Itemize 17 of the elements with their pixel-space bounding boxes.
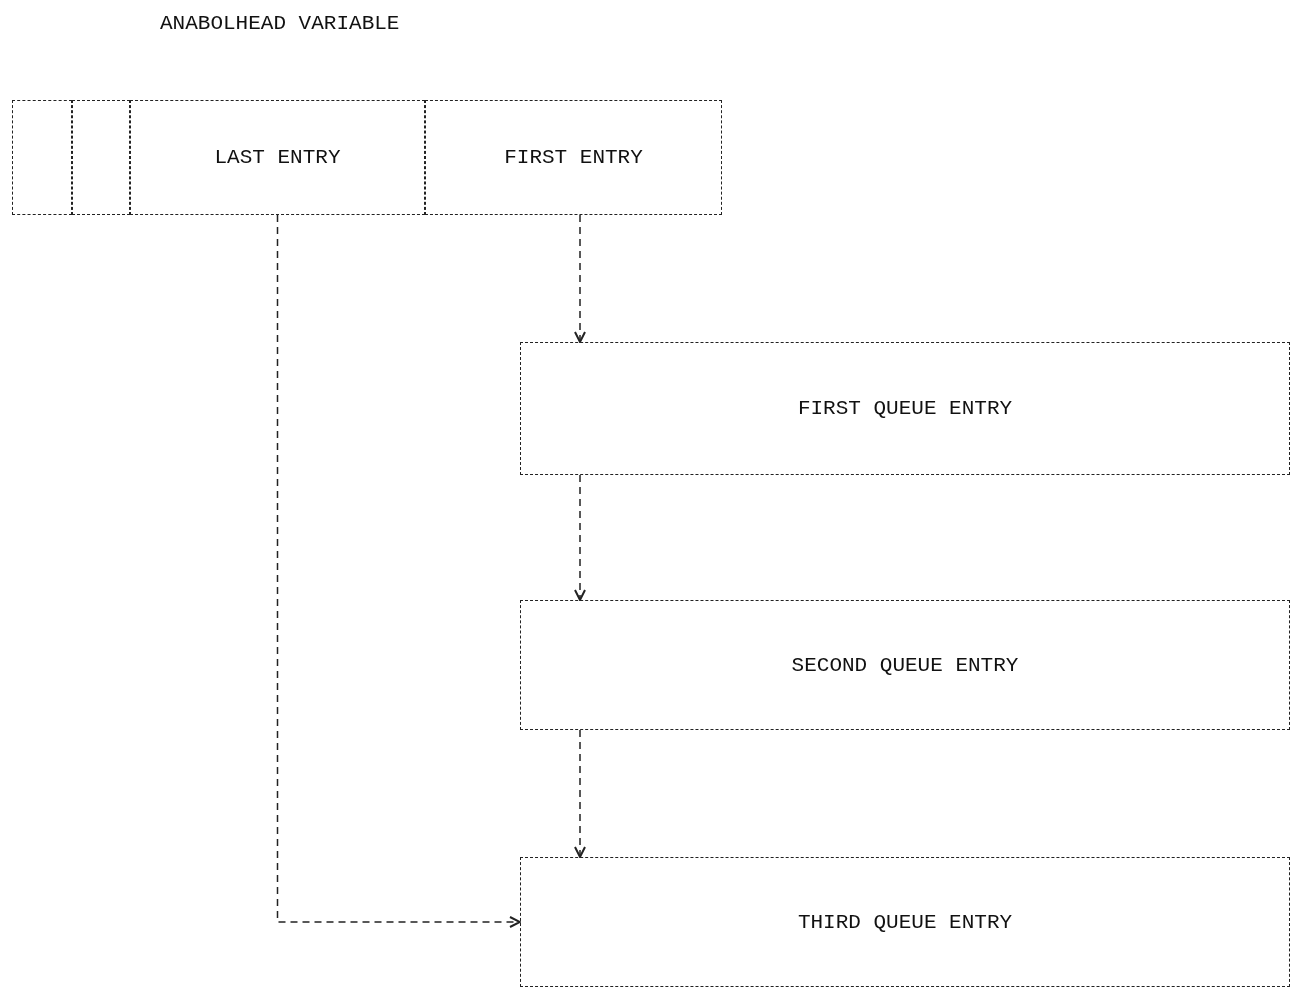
arrow <box>574 214 586 343</box>
entry-label: FIRST ENTRY <box>504 146 643 169</box>
empty-field-box <box>72 100 130 215</box>
diagram-title: ANABOLHEAD VARIABLE <box>160 12 400 35</box>
entry-label: SECOND QUEUE ENTRY <box>791 653 1019 677</box>
entry-box <box>520 857 1290 987</box>
arrow <box>574 729 586 858</box>
entry-box <box>520 600 1290 730</box>
empty-field-box <box>12 100 72 215</box>
entry-label: FIRST QUEUE ENTRY <box>797 397 1013 420</box>
entry-label: LAST ENTRY <box>214 146 341 169</box>
entry-box <box>520 342 1290 475</box>
arrow <box>574 474 586 601</box>
arrow <box>276 214 521 928</box>
entry-label: THIRD QUEUE ENTRY <box>797 910 1013 934</box>
entry-box <box>425 100 722 215</box>
entry-box <box>130 100 425 215</box>
